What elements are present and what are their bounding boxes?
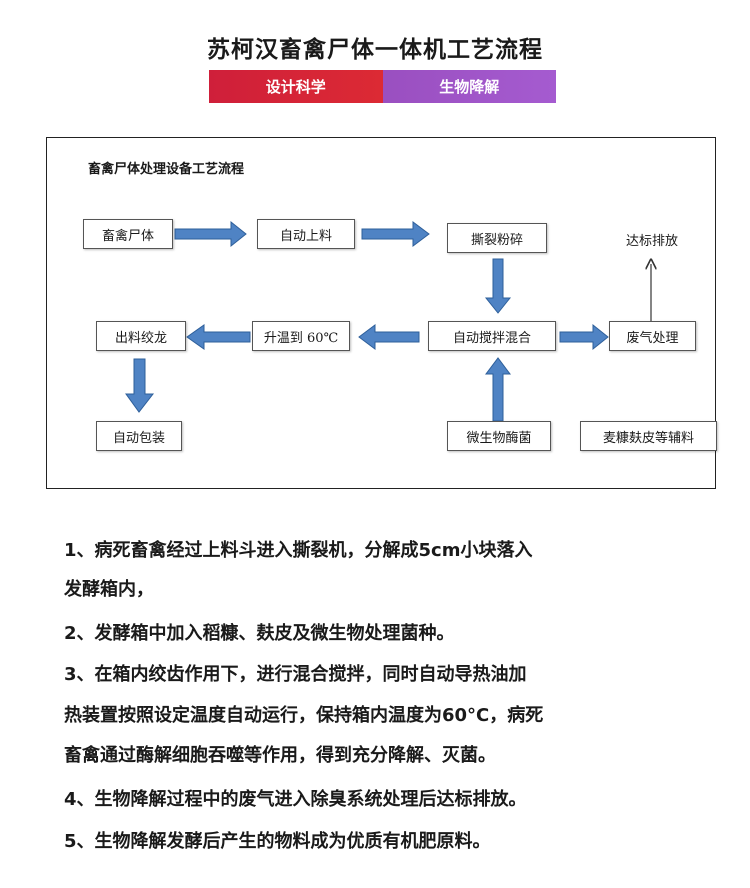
description-line-3: 2、发酵箱中加入稻糠、麸皮及微生物处理菌种。 — [64, 623, 455, 644]
node-exhaust-treatment: 废气处理 — [609, 321, 696, 351]
description-line-7: 4、生物降解过程中的废气进入除臭系统处理后达标排放。 — [64, 789, 527, 810]
flow-arrows — [125, 220, 717, 422]
arrow-body-to-feeding — [174, 220, 247, 248]
diagram-title: 畜禽尸体处理设备工艺流程 — [88, 162, 245, 177]
node-discharge-standard: 达标排放 — [625, 234, 678, 249]
arrow-heating-to-discharge — [186, 324, 251, 350]
node-shredding: 撕裂粉碎 — [447, 223, 547, 253]
description-line-2: 发酵箱内， — [64, 579, 154, 600]
description-line-1: 1、病死畜禽经过上料斗进入撕裂机，分解成5cm小块落入 — [64, 540, 533, 561]
node-auto-mixing: 自动搅拌混合 — [428, 321, 556, 351]
flow-diagram: 畜禽尸体处理设备工艺流程 畜禽尸体 自动上料 — [46, 137, 717, 489]
node-discharge-auger: 出料绞龙 — [96, 321, 186, 351]
description-line-6: 畜禽通过酶解细胞吞噬等作用，得到充分降解、灭菌。 — [64, 745, 496, 766]
node-carcass: 畜禽尸体 — [83, 219, 173, 249]
tag-design-science: 设计科学 — [209, 70, 383, 103]
description-line-4: 3、在箱内绞齿作用下，进行混合搅拌，同时自动导热油加 — [64, 664, 527, 685]
node-auto-packing: 自动包装 — [96, 421, 182, 451]
description-line-5: 热装置按照设定温度自动运行，保持箱内温度为60°C，病死 — [64, 705, 544, 726]
arrow-shredding-to-mixing — [484, 258, 512, 314]
page-title: 苏柯汉畜禽尸体一体机工艺流程 — [207, 37, 543, 63]
node-heat-60c: 升温到 60℃ — [252, 321, 350, 351]
node-auto-feeding: 自动上料 — [257, 219, 355, 249]
arrow-mixing-to-heating — [358, 324, 420, 350]
description-line-8: 5、生物降解发酵后产生的物料成为优质有机肥原料。 — [64, 831, 491, 852]
arrow-mixing-to-exhaust — [559, 323, 609, 351]
tag-bar: 设计科学 生物降解 — [209, 70, 556, 103]
node-enzyme: 微生物酶菌 — [447, 421, 551, 451]
arrow-discharge-to-packing — [125, 358, 155, 413]
tag-biodegradation: 生物降解 — [382, 70, 556, 103]
node-auxiliary: 麦糠麸皮等辅料 — [580, 421, 717, 451]
arrow-feeding-to-shredding — [361, 221, 430, 247]
arrow-enzyme-to-mixing — [485, 357, 511, 422]
